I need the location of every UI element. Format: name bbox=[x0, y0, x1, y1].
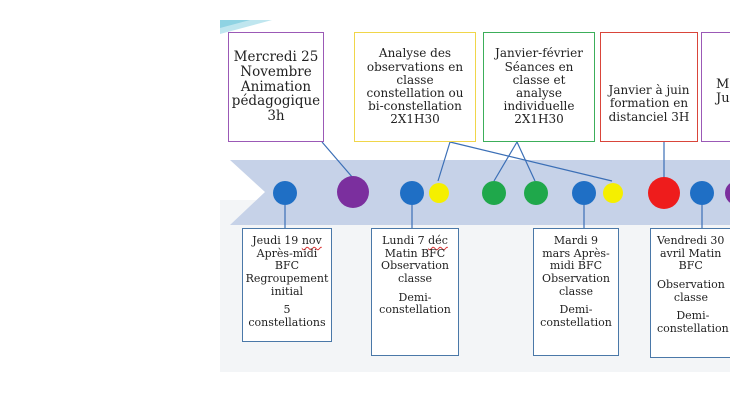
top-box-mercredi-text: Mercredi 25 Novembre Animation pédagogiq… bbox=[231, 48, 321, 125]
bottom-box-mardi-detail: Demi- constellation bbox=[540, 303, 612, 329]
top-box-janvier-fevrier-text: Janvier-février Séances en classe et ana… bbox=[495, 46, 583, 127]
top-box-partial-text: M Ju bbox=[716, 76, 730, 106]
connector-analyse-yellow2 bbox=[449, 141, 613, 182]
top-box-janvier-juin: Janvier à juin formation en distanciel 3… bbox=[600, 32, 698, 142]
corner-decoration bbox=[220, 20, 272, 34]
bottom-box-jeudi: Jeudi 19 nov Après-midi BFC Regroupement… bbox=[242, 228, 332, 342]
connector-mercredi bbox=[321, 141, 354, 179]
top-box-analyse-text: Analyse des observations en classe const… bbox=[366, 46, 464, 127]
bottom-box-mardi-title: Mardi 9 mars Après- midi BFC Observation… bbox=[542, 234, 610, 298]
bottom-box-lundi-detail: Demi- constellation bbox=[379, 290, 451, 317]
timeline-dot-red-janvier-juin bbox=[648, 177, 680, 209]
timeline-dot-blue-mardi bbox=[572, 181, 596, 205]
top-box-janvier-fevrier: Janvier-février Séances en classe et ana… bbox=[483, 32, 595, 142]
timeline-dot-blue-jeudi bbox=[273, 181, 297, 205]
timeline-dot-green-2 bbox=[524, 181, 548, 205]
bottom-box-lundi: Lundi 7 déc Matin BFC Observation classe… bbox=[371, 228, 459, 356]
bottom-box-vendredi-detail: Observation classe bbox=[657, 277, 725, 304]
timeline-dot-partial bbox=[725, 181, 730, 205]
connector-analyse-yellow1 bbox=[437, 141, 451, 182]
connector-janvier-green1 bbox=[493, 141, 518, 182]
bottom-box-vendredi: Vendredi 30 avril Matin BFC Observation … bbox=[650, 228, 730, 358]
top-box-janvier-juin-text: Janvier à juin formation en distanciel 3… bbox=[608, 83, 690, 124]
bottom-box-vendredi-title: Vendredi 30 avril Matin BFC bbox=[657, 234, 725, 273]
bottom-box-jeudi-detail: 5 constellations bbox=[248, 303, 326, 329]
top-box-mercredi: Mercredi 25 Novembre Animation pédagogiq… bbox=[228, 32, 324, 142]
bottom-box-mardi: Mardi 9 mars Après- midi BFC Observation… bbox=[533, 228, 619, 356]
timeline-dot-purple-mercredi bbox=[337, 176, 369, 208]
timeline-dot-yellow-2 bbox=[603, 183, 623, 203]
connector-janvier-green2 bbox=[516, 141, 536, 182]
timeline-dot-blue-lundi bbox=[400, 181, 424, 205]
timeline-dot-yellow-1 bbox=[429, 183, 449, 203]
slide: Mercredi 25 Novembre Animation pédagogiq… bbox=[220, 20, 730, 372]
bottom-box-jeudi-title: Jeudi 19 nov Après-midi BFC Regroupement… bbox=[245, 234, 329, 298]
top-box-analyse: Analyse des observations en classe const… bbox=[354, 32, 476, 142]
timeline-dot-blue-vendredi bbox=[690, 181, 714, 205]
timeline-dot-green-1 bbox=[482, 181, 506, 205]
connector-lines bbox=[284, 141, 703, 228]
bottom-box-vendredi-detail-2: Demi- constellation bbox=[657, 309, 729, 335]
bottom-box-lundi-title: Lundi 7 déc Matin BFC Observation classe bbox=[381, 234, 449, 285]
top-box-partial: M Ju bbox=[701, 32, 730, 142]
